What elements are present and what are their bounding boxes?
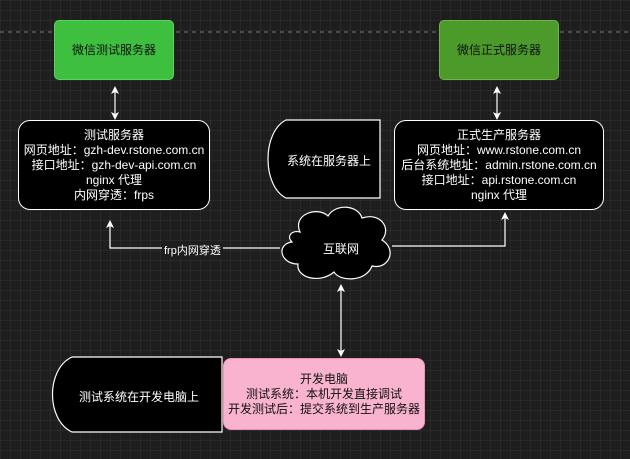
- dev-pc-line: 测试系统：本机开发直接调试: [245, 386, 402, 401]
- test-on-dev-label: 测试系统在开发电脑上: [79, 390, 200, 404]
- test-on-dev-shape: [52, 356, 223, 433]
- test-server-line: nginx 代理: [85, 172, 143, 187]
- wechat-prod-server-node: 微信正式服务器: [439, 20, 559, 80]
- test-server-line: 内网穿透：frps: [73, 187, 154, 202]
- prod-server-line: 接口地址：api.rstone.com.cn: [421, 172, 577, 187]
- dev-pc-node: 开发电脑 测试系统：本机开发直接调试 开发测试后：提交系统到生产服务器: [223, 358, 425, 430]
- test-server-title: 测试服务器: [83, 127, 144, 142]
- test-server-line: 网页地址：gzh-dev.rstone.com.cn: [23, 142, 205, 157]
- prod-server-line: nginx 代理: [470, 187, 528, 202]
- edge-internet-to-prod-server: [392, 212, 509, 247]
- edge-internet-to-test-server: [106, 220, 280, 249]
- system-on-server-label: 系统在服务器上: [287, 154, 372, 168]
- prod-server-line: 网页地址：www.rstone.com.cn: [416, 142, 582, 157]
- wechat-test-server-node: 微信测试服务器: [54, 20, 174, 80]
- test-server-line: 接口地址：gzh-dev-api.com.cn: [31, 157, 197, 172]
- internet-label: 互联网: [323, 242, 360, 256]
- test-server-node: 测试服务器 网页地址：gzh-dev.rstone.com.cn 接口地址：gz…: [18, 120, 210, 210]
- wechat-prod-server-label: 微信正式服务器: [456, 42, 541, 57]
- prod-server-title: 正式生产服务器: [456, 127, 541, 142]
- dev-pc-line: 开发测试后：提交系统到生产服务器: [227, 401, 420, 416]
- frp-edge-label: frp内网穿透: [162, 242, 223, 258]
- system-on-server-shape: [267, 119, 381, 199]
- internet-cloud: [281, 206, 391, 280]
- prod-server-node: 正式生产服务器 网页地址：www.rstone.com.cn 后台系统地址：ad…: [394, 120, 604, 210]
- prod-server-line: 后台系统地址：admin.rstone.com.cn: [401, 157, 597, 172]
- wechat-test-server-label: 微信测试服务器: [71, 42, 156, 57]
- dev-pc-title: 开发电脑: [299, 371, 348, 386]
